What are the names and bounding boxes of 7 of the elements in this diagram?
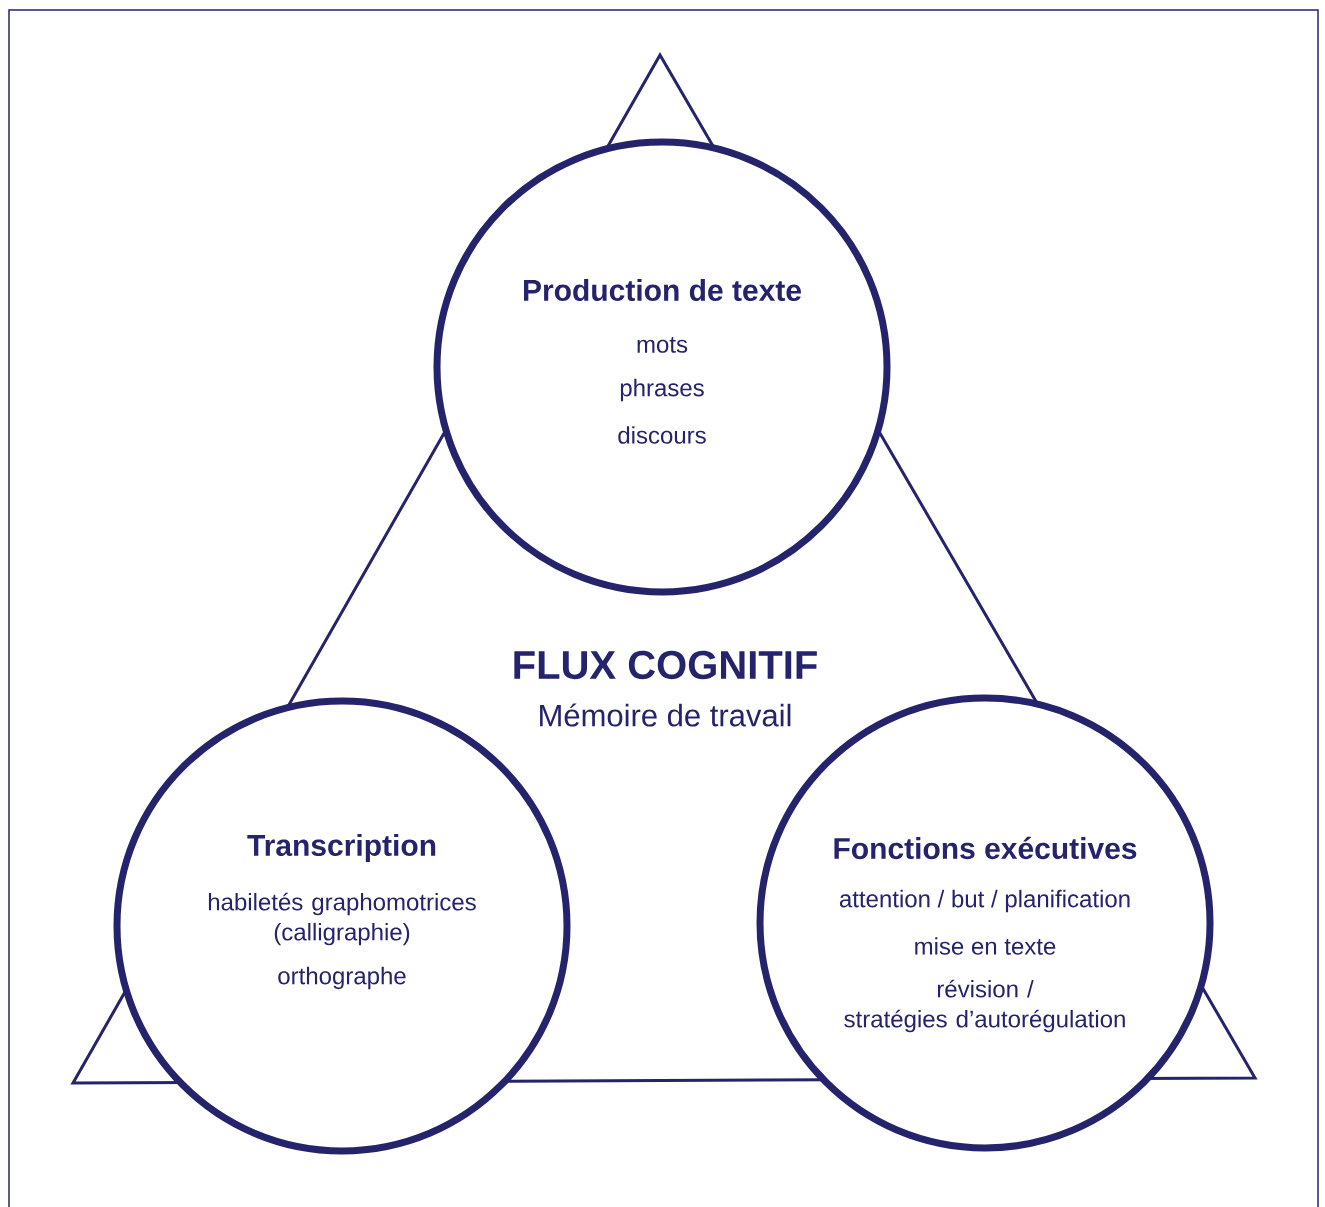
node-label: habiletés graphomotrices (calligraphie) <box>208 892 476 946</box>
node-label: orthographe <box>278 966 406 990</box>
node-label: mise en texte <box>915 937 1056 955</box>
node-label: Fonctions exécutives <box>834 836 1137 860</box>
node-label: Transcription <box>247 834 436 862</box>
node-label: révision / stratégies d’autorégulation <box>844 979 1125 1033</box>
node-label: attention / but / planification <box>839 889 1130 913</box>
